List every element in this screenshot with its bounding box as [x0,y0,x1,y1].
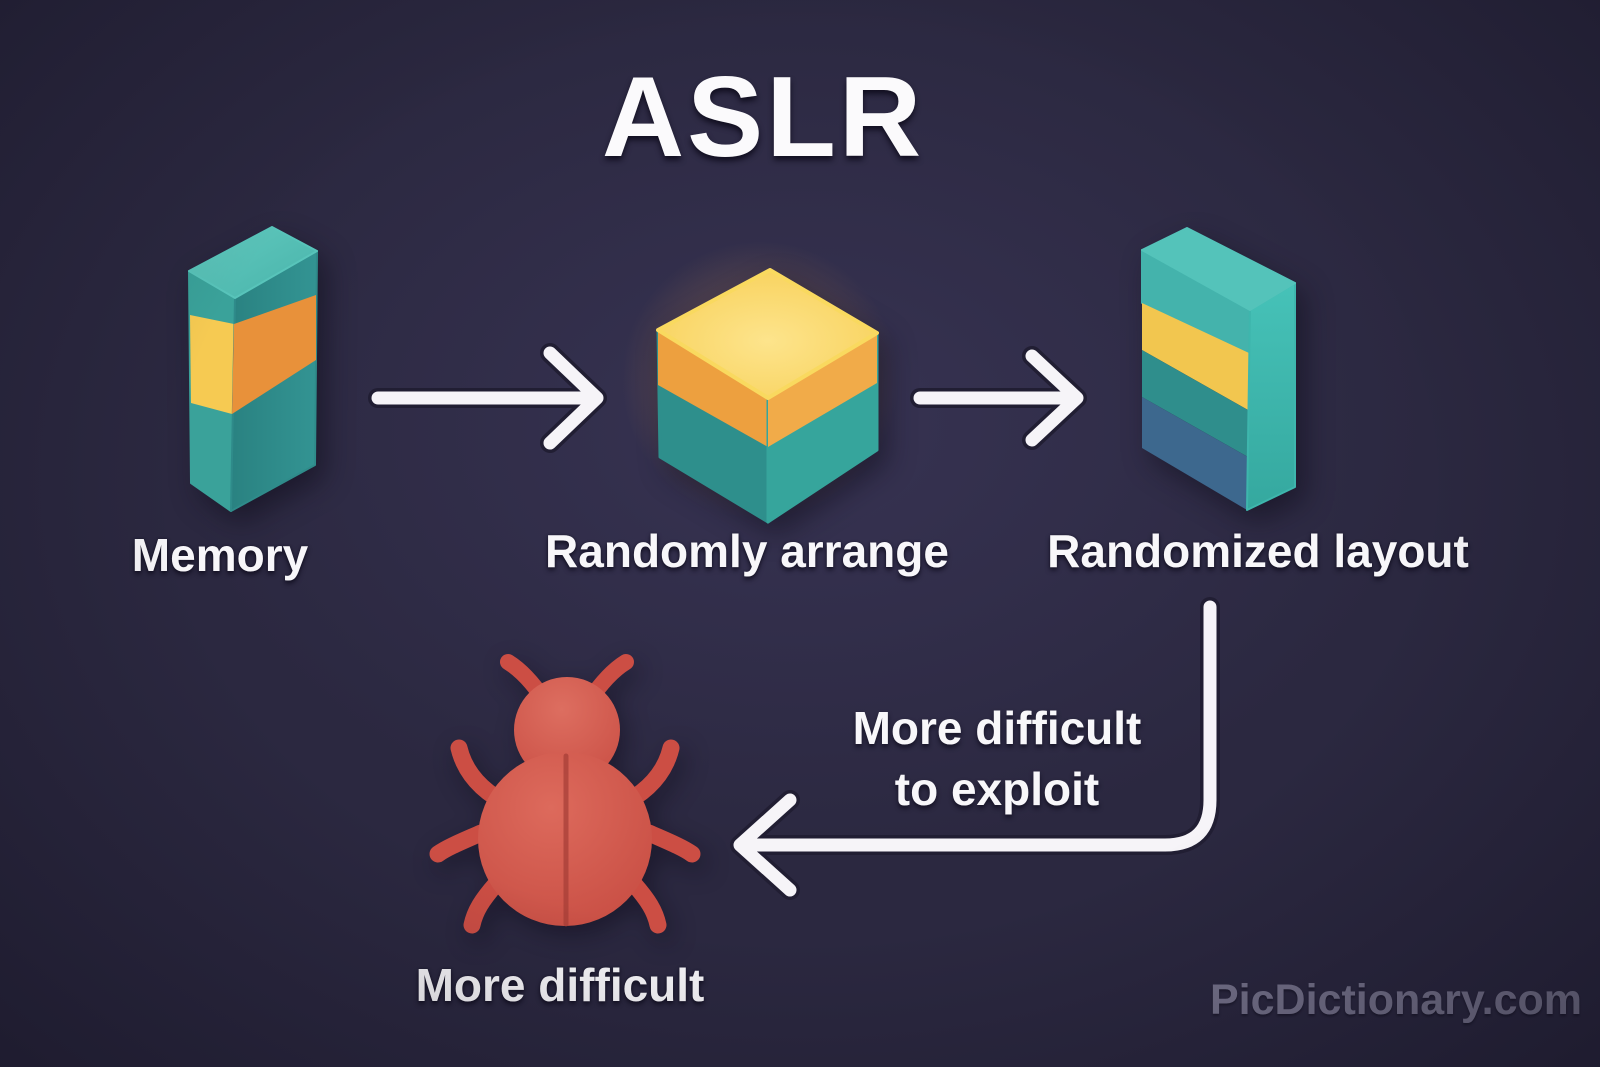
arrow-right-icon [368,343,607,453]
flow-note: More difficult to exploit [853,698,1142,820]
page-title: ASLR [601,54,925,181]
bug-icon [429,654,701,934]
result-label: More difficult [415,959,705,1011]
randomized-layout-block-icon [1141,227,1296,511]
step-label-randomized-layout: Randomized layout [1047,525,1469,577]
watermark: PicDictionary.com [1210,976,1582,1024]
shuffle-cube-icon [656,268,879,524]
memory-block-icon [188,226,318,512]
elbow-arrow-left-icon [730,597,1220,900]
step-label-randomly-arrange: Randomly arrange [545,525,949,577]
arrow-right-icon [910,346,1087,450]
flow-note-line1: More difficult [852,702,1142,754]
flow-note-line2: to exploit [894,763,1100,815]
step-label-memory: Memory [131,529,309,581]
